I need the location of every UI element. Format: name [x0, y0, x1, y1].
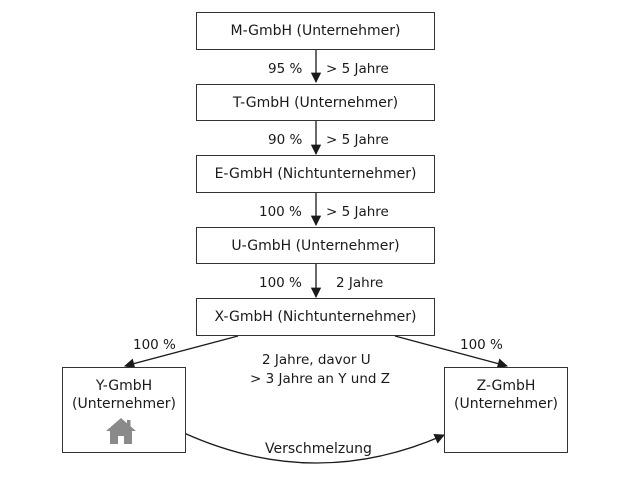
entity-m-gmbh: M-GmbH (Unternehmer) — [196, 12, 435, 50]
label-x-y-percent: 100 % — [133, 337, 176, 353]
entity-u-gmbh: U-GmbH (Unternehmer) — [196, 227, 435, 264]
entity-e-gmbh: E-GmbH (Nichtunternehmer) — [196, 155, 435, 193]
label-m-t-percent: 95 % — [268, 61, 303, 77]
label-t-e-percent: 90 % — [268, 132, 303, 148]
entity-z-name: Z-GmbH — [476, 378, 536, 394]
label-u-x-duration: 2 Jahre — [336, 275, 384, 291]
label-t-e-duration: > 5 Jahre — [326, 132, 389, 148]
label-e-u-duration: > 5 Jahre — [326, 204, 389, 220]
label-u-x-percent: 100 % — [259, 275, 302, 291]
entity-u-label: U-GmbH (Unternehmer) — [231, 237, 400, 254]
label-m-t-duration: > 5 Jahre — [326, 61, 389, 77]
merger-label: Verschmelzung — [265, 441, 372, 457]
arrow-x-y — [123, 335, 239, 369]
house-icon — [106, 418, 136, 444]
label-x-z-percent: 100 % — [460, 337, 503, 353]
entity-e-label: E-GmbH (Nichtunternehmer) — [214, 166, 417, 182]
entity-z-gmbh: Z-GmbH (Unternehmer) — [444, 367, 568, 453]
holding-note-line1: 2 Jahre, davor U — [262, 352, 371, 368]
entity-y-status: (Unternehmer) — [71, 396, 177, 412]
entity-x-gmbh: X-GmbH (Nichtunternehmer) — [196, 298, 435, 336]
holding-note-line2: > 3 Jahre an Y und Z — [250, 371, 391, 387]
entity-t-gmbh: T-GmbH (Unternehmer) — [196, 84, 435, 121]
merger-arrow — [183, 432, 445, 464]
entity-z-status: (Unternehmer) — [453, 396, 559, 412]
entity-m-label: M-GmbH (Unternehmer) — [230, 23, 401, 39]
arrow-x-z — [394, 335, 509, 369]
entity-x-label: X-GmbH (Nichtunternehmer) — [214, 309, 417, 325]
entity-y-name: Y-GmbH — [95, 378, 153, 394]
entity-t-label: T-GmbH (Unternehmer) — [232, 94, 399, 111]
label-e-u-percent: 100 % — [259, 204, 302, 220]
